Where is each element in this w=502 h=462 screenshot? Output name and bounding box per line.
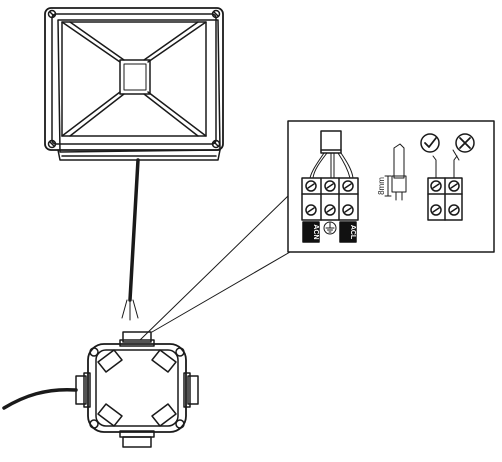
detail-panel [287,120,495,253]
terminal-label-live: ACL [349,225,356,240]
stripped-wire-ends [121,299,139,321]
floodlight-housing-back [57,19,221,153]
terminal-block-3way [301,130,359,243]
cross-mark-icon [455,133,475,153]
strip-length-label: 8mm [377,177,386,195]
mains-cable [2,387,78,410]
check-mark-icon [420,133,440,153]
junction-box [75,331,199,448]
strip-length-illustration [384,143,407,201]
floodlight-screws [47,9,221,149]
terminal-block-2way [420,133,475,221]
detail-leader-lines [139,195,291,341]
power-cable-upper [128,158,140,302]
junction-box-body [87,343,187,433]
earth-ground-icon [323,221,337,235]
floodlight [44,7,224,161]
floodlight-frame [44,7,224,151]
floodlight-led-chip [119,59,151,95]
terminal-label-neutral: ACN [312,224,319,239]
floodlight-lens [61,21,207,137]
